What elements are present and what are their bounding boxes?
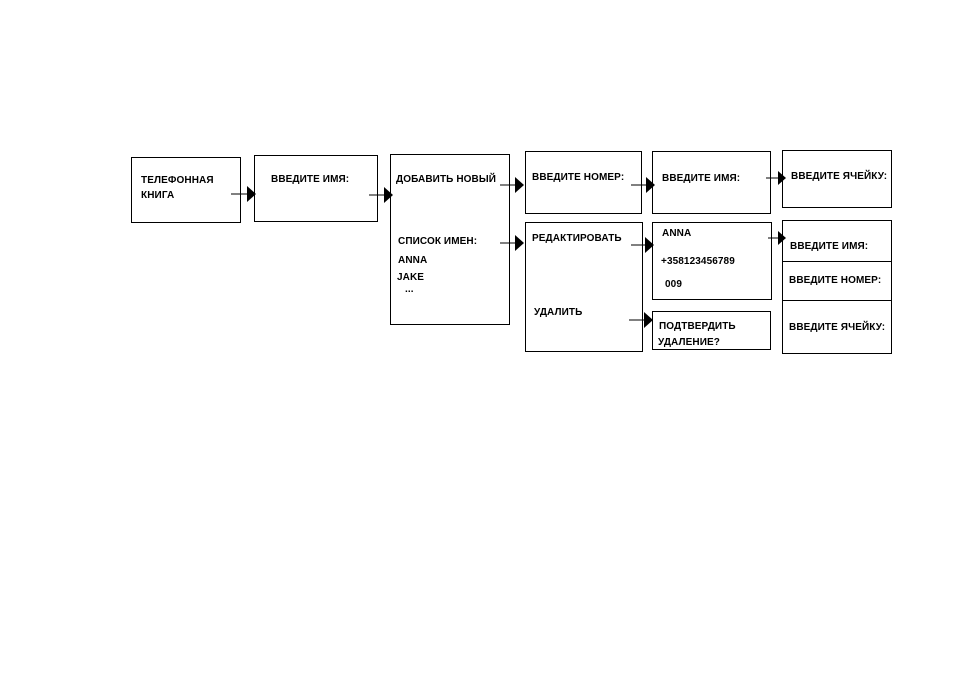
arrowhead: [247, 186, 256, 202]
arrowhead: [778, 171, 786, 185]
arrowhead: [646, 177, 655, 193]
arrowhead: [645, 237, 654, 253]
arrowhead: [515, 177, 524, 193]
arrowhead: [778, 231, 786, 245]
arrowhead: [515, 235, 524, 251]
arrowhead: [644, 312, 653, 328]
arrowhead: [384, 187, 393, 203]
